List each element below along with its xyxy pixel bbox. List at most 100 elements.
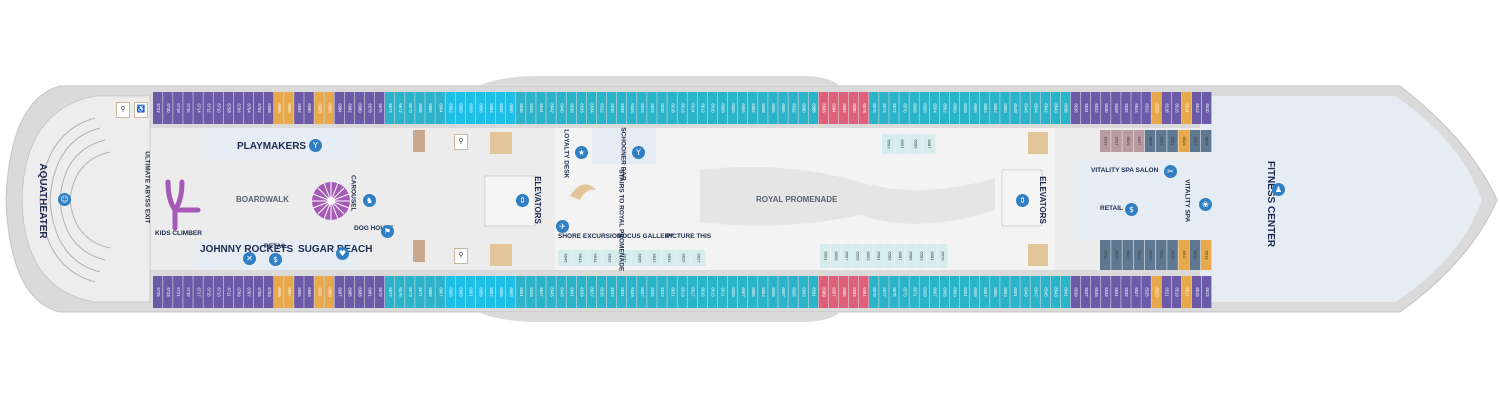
cabin-6679[interactable]: 6679 — [374, 276, 385, 308]
cabin-6513[interactable]: 6513 — [1201, 276, 1212, 308]
cabin-6721[interactable]: 6721 — [173, 276, 183, 308]
cabin-6543[interactable]: 6543 — [1050, 276, 1061, 308]
cabin-6638[interactable]: 6638 — [566, 92, 576, 124]
cabin-6624[interactable]: 6624 — [637, 92, 647, 124]
cabin-6568[interactable]: 6568 — [909, 92, 919, 124]
cabin-6678[interactable]: 6678 — [364, 92, 375, 124]
cabin-6635[interactable]: 6635 — [596, 276, 607, 308]
cabin-6622[interactable]: 6622 — [647, 92, 657, 124]
cabin-6623[interactable]: 6623 — [657, 276, 667, 308]
inner-cabin-6635[interactable]: 6635 — [632, 250, 647, 266]
cabin-6524[interactable]: 6524 — [1131, 92, 1141, 124]
cabin-6510[interactable]: 6510 — [1201, 92, 1212, 124]
cabin-6612[interactable]: 6612 — [697, 92, 708, 124]
cabin-6649[interactable]: 6649 — [526, 276, 536, 308]
inner-cabin-6527[interactable]: 6527 — [1133, 130, 1145, 152]
cabin-6596[interactable]: 6596 — [768, 92, 778, 124]
cabin-6683[interactable]: 6683 — [354, 276, 365, 308]
cabin-6528[interactable]: 6528 — [1111, 92, 1121, 124]
inner-cabin-6587[interactable]: 6587 — [894, 244, 905, 268]
cabin-6718[interactable]: 6718 — [173, 92, 183, 124]
cabin-6525[interactable]: 6525 — [1141, 276, 1151, 308]
cabin-6613[interactable]: 6613 — [707, 276, 718, 308]
cabin-6669[interactable]: 6669 — [425, 276, 435, 308]
cabin-6664[interactable]: 6664 — [435, 92, 445, 124]
cabin-6549[interactable]: 6549 — [1020, 276, 1030, 308]
cabin-6618[interactable]: 6618 — [667, 92, 677, 124]
inner-cabin-6513[interactable]: 6513 — [1200, 240, 1212, 270]
cabin-6514[interactable]: 6514 — [1181, 92, 1192, 124]
inner-cabin-6529[interactable]: 6529 — [1111, 240, 1122, 270]
cabin-6603[interactable]: 6603 — [758, 276, 768, 308]
cabin-6620[interactable]: 6620 — [657, 92, 667, 124]
cabin-6680[interactable]: 6680 — [354, 92, 365, 124]
cabin-6604[interactable]: 6604 — [737, 92, 748, 124]
inner-cabin-6581[interactable]: 6581 — [926, 244, 937, 268]
cabin-6647[interactable]: 6647 — [536, 276, 546, 308]
cabin-6676[interactable]: 6676 — [374, 92, 385, 124]
cabin-6593[interactable]: 6593 — [798, 276, 808, 308]
cabin-6641[interactable]: 6641 — [566, 276, 576, 308]
cabin-6599[interactable]: 6599 — [768, 276, 778, 308]
cabin-6546[interactable]: 6546 — [1020, 92, 1030, 124]
cabin-6720[interactable]: 6720 — [163, 92, 173, 124]
inner-cabin-6521[interactable]: 6521 — [1167, 130, 1178, 152]
inner-cabin-6519[interactable]: 6519 — [1167, 240, 1178, 270]
inner-cabin-6517[interactable]: 6517 — [1189, 130, 1201, 152]
cabin-6673[interactable]: 6673 — [405, 276, 415, 308]
cabin-6648[interactable]: 6648 — [516, 92, 526, 124]
cabin-6663[interactable]: 6663 — [455, 276, 466, 308]
cabin-6632[interactable]: 6632 — [596, 92, 607, 124]
cabin-6687[interactable]: 6687 — [334, 276, 345, 308]
cabin-6650[interactable]: 6650 — [506, 92, 516, 124]
cabin-6586[interactable]: 6586 — [818, 92, 829, 124]
inner-cabin-6597[interactable]: 6597 — [841, 244, 852, 268]
cabin-6534[interactable]: 6534 — [1080, 92, 1091, 124]
cabin-6545[interactable]: 6545 — [1040, 276, 1051, 308]
cabin-6572[interactable]: 6572 — [889, 92, 899, 124]
cabin-6614[interactable]: 6614 — [687, 92, 698, 124]
cabin-6686[interactable]: 6686 — [324, 92, 334, 124]
cabin-6527[interactable]: 6527 — [1131, 276, 1141, 308]
inner-cabin-6515[interactable]: 6515 — [1200, 130, 1212, 152]
cabin-6694[interactable]: 6694 — [284, 92, 294, 124]
cabin-6662[interactable]: 6662 — [445, 92, 455, 124]
inner-cabin-6633[interactable]: 6633 — [646, 250, 661, 266]
inner-cabin-6627[interactable]: 6627 — [691, 250, 706, 266]
cabin-6529[interactable]: 6529 — [1121, 276, 1131, 308]
cabin-6559[interactable]: 6559 — [969, 276, 980, 308]
inner-cabin-6583[interactable]: 6583 — [916, 244, 927, 268]
cabin-6523[interactable]: 6523 — [1151, 276, 1161, 308]
cabin-6702[interactable]: 6702 — [253, 92, 264, 124]
cabin-6540[interactable]: 6540 — [1050, 92, 1061, 124]
cabin-6630[interactable]: 6630 — [606, 92, 617, 124]
cabin-6704[interactable]: 6704 — [243, 92, 254, 124]
cabin-6577[interactable]: 6577 — [879, 276, 889, 308]
cabin-6562[interactable]: 6562 — [939, 92, 950, 124]
cabin-6570[interactable]: 6570 — [899, 92, 909, 124]
cabin-6611[interactable]: 6611 — [717, 276, 728, 308]
cabin-6520[interactable]: 6520 — [1151, 92, 1161, 124]
inner-cabin-6525[interactable]: 6525 — [1133, 240, 1145, 270]
inner-cabin-6521[interactable]: 6521 — [1156, 240, 1167, 270]
cabin-6695[interactable]: 6695 — [294, 276, 304, 308]
inner-cabin-6643[interactable]: 6643 — [572, 250, 587, 266]
cabin-6639[interactable]: 6639 — [576, 276, 587, 308]
inner-cabin-6593[interactable]: 6593 — [862, 244, 873, 268]
cabin-6626[interactable]: 6626 — [627, 92, 637, 124]
inner-cabin-6527[interactable]: 6527 — [1122, 240, 1133, 270]
cabin-6681[interactable]: 6681 — [364, 276, 375, 308]
cabin-6725[interactable]: 6725 — [153, 276, 163, 308]
cabin-6518[interactable]: 6518 — [1161, 92, 1172, 124]
cabin-6689[interactable]: 6689 — [324, 276, 334, 308]
cabin-6555[interactable]: 6555 — [990, 276, 1000, 308]
inner-cabin-6637[interactable]: 6637 — [617, 250, 632, 266]
cabin-6665[interactable]: 6665 — [445, 276, 455, 308]
cabin-6675[interactable]: 6675 — [395, 276, 405, 308]
cabin-6693[interactable]: 6693 — [304, 276, 314, 308]
cabin-6588[interactable]: 6588 — [808, 92, 819, 124]
cabin-6708[interactable]: 6708 — [223, 92, 234, 124]
inner-cabin-6601[interactable]: 6601 — [820, 244, 831, 268]
cabin-6587[interactable]: 6587 — [828, 276, 839, 308]
inner-cabin-6515[interactable]: 6515 — [1189, 240, 1201, 270]
